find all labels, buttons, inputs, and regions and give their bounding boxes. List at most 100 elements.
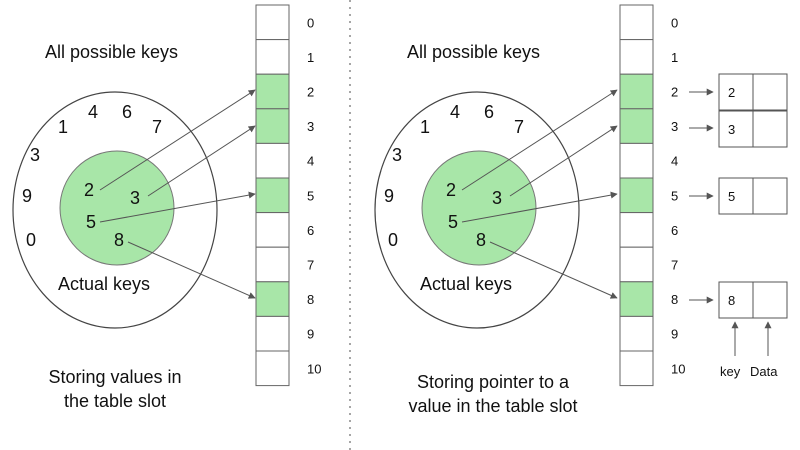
right-table-slot — [619, 281, 654, 317]
right-universe-ellipse — [374, 91, 580, 329]
left-actual-key: 2 — [84, 180, 94, 200]
right-arrow-key-3 — [509, 125, 618, 197]
right-slot-index: 4 — [671, 154, 678, 169]
left-slot-index: 2 — [307, 85, 314, 100]
right-arrow-key-2 — [461, 89, 618, 191]
pointer-key-value: 5 — [728, 189, 735, 204]
left-universe-ellipse — [12, 91, 218, 329]
left-table-slot — [255, 315, 290, 352]
right-slot-index: 9 — [671, 327, 678, 342]
left-outer-key: 1 — [58, 117, 68, 137]
right-panel: All possible keys 1 4 6 7 3 9 0 2 3 5 8 … — [374, 4, 788, 416]
left-universe-label: All possible keys — [45, 42, 178, 62]
pointer-key-value: 8 — [728, 293, 735, 308]
left-table-slot — [255, 73, 290, 110]
pointer-data-cell — [752, 177, 788, 215]
left-outer-key: 0 — [26, 230, 36, 250]
right-table-slot — [619, 350, 654, 387]
pointer-key-cell — [718, 177, 754, 215]
left-actual-key: 8 — [114, 230, 124, 250]
pointer-key-cell — [718, 281, 754, 319]
left-table-slot — [255, 350, 290, 387]
data-label: Data — [750, 364, 778, 379]
pointer-data-cell — [752, 110, 788, 148]
left-table-slot — [255, 39, 290, 75]
pointer-key-cell — [718, 73, 754, 111]
left-slot-index: 5 — [307, 188, 314, 203]
left-table-slot — [255, 212, 290, 248]
left-table-slot — [255, 246, 290, 283]
pointer-box-slot-5: 5 — [689, 177, 788, 215]
right-actual-key: 8 — [476, 230, 486, 250]
right-outer-key: 3 — [392, 145, 402, 165]
right-table-slot — [619, 212, 654, 248]
right-slot-index: 2 — [671, 85, 678, 100]
left-outer-key: 3 — [30, 145, 40, 165]
right-slot-index: 5 — [671, 188, 678, 203]
left-outer-key: 7 — [152, 117, 162, 137]
right-table-slot — [619, 246, 654, 283]
pointer-data-cell — [752, 281, 788, 319]
right-actual-label: Actual keys — [420, 274, 512, 294]
left-arrow-key-5 — [99, 191, 256, 223]
right-table-slot — [619, 108, 654, 144]
left-slot-index: 7 — [307, 258, 314, 273]
left-table-slot — [255, 108, 290, 144]
right-outer-key: 4 — [450, 102, 460, 122]
right-outer-key: 7 — [514, 117, 524, 137]
right-table-slot — [619, 73, 654, 110]
right-outer-key: 6 — [484, 102, 494, 122]
right-slot-index: 6 — [671, 223, 678, 238]
left-slot-index: 3 — [307, 119, 314, 134]
left-actual-key: 5 — [86, 212, 96, 232]
left-outer-key: 6 — [122, 102, 132, 122]
right-actual-key: 3 — [492, 188, 502, 208]
left-outer-key: 9 — [22, 186, 32, 206]
left-table-slot — [255, 4, 290, 41]
right-caption-line1: Storing pointer to a — [417, 372, 570, 392]
right-actual-keys-circle — [421, 150, 537, 266]
right-slot-index: 1 — [671, 50, 678, 65]
right-slot-index: 3 — [671, 119, 678, 134]
left-table-slot — [255, 281, 290, 317]
right-table-slot — [619, 315, 654, 352]
right-arrow-key-5 — [461, 191, 618, 223]
left-slot-index: 0 — [307, 15, 314, 30]
left-actual-keys-circle — [59, 150, 175, 266]
right-caption-line2: value in the table slot — [408, 396, 577, 416]
left-outer-key: 4 — [88, 102, 98, 122]
right-slot-index: 0 — [671, 15, 678, 30]
pointer-box-slot-2: 2 — [689, 73, 788, 111]
left-arrow-key-8 — [127, 241, 256, 299]
right-actual-key: 5 — [448, 212, 458, 232]
right-outer-key: 1 — [420, 117, 430, 137]
pointer-box-slot-8: 8 — [689, 281, 788, 319]
right-slot-index: 7 — [671, 258, 678, 273]
right-outer-key: 0 — [388, 230, 398, 250]
key-label: key — [720, 364, 741, 379]
pointer-key-value: 2 — [728, 85, 735, 100]
right-universe-label: All possible keys — [407, 42, 540, 62]
left-table-slot — [255, 142, 290, 179]
pointer-data-cell — [752, 73, 788, 111]
pointer-key-cell — [718, 110, 754, 148]
right-table-slot — [619, 39, 654, 75]
left-arrow-key-2 — [99, 89, 256, 191]
left-slot-index: 10 — [307, 361, 321, 376]
right-table-slot — [619, 142, 654, 179]
left-slot-index: 9 — [307, 327, 314, 342]
left-slot-index: 8 — [307, 292, 314, 307]
left-table-slot — [255, 177, 290, 214]
right-outer-key: 9 — [384, 186, 394, 206]
left-caption-line2: the table slot — [64, 391, 166, 411]
pointer-key-value: 3 — [728, 122, 735, 137]
left-actual-key: 3 — [130, 188, 140, 208]
right-slot-index: 10 — [671, 361, 685, 376]
left-slot-index: 6 — [307, 223, 314, 238]
left-actual-label: Actual keys — [58, 274, 150, 294]
left-panel: All possible keys 1 4 6 7 3 9 0 2 3 5 8 … — [12, 4, 321, 411]
right-actual-key: 2 — [446, 180, 456, 200]
